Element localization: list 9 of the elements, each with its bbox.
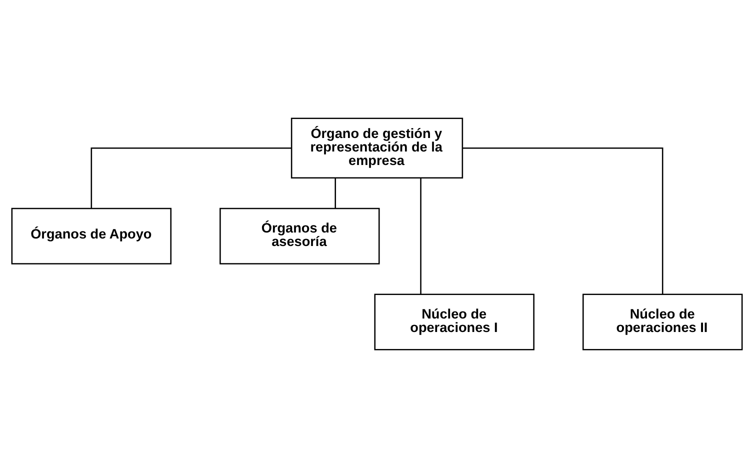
node-box: Núcleo de operaciones I bbox=[374, 294, 534, 350]
node-box: Órganos de asesoría bbox=[220, 208, 380, 264]
node-box: Órganos de Apoyo bbox=[11, 208, 172, 264]
connector bbox=[420, 178, 422, 294]
connector bbox=[462, 148, 664, 294]
connector bbox=[90, 148, 292, 208]
node-box: Núcleo de operaciones II bbox=[582, 294, 743, 350]
node-box: Órgano de gestión y representación de la empresa bbox=[290, 118, 464, 179]
connector bbox=[334, 178, 336, 208]
